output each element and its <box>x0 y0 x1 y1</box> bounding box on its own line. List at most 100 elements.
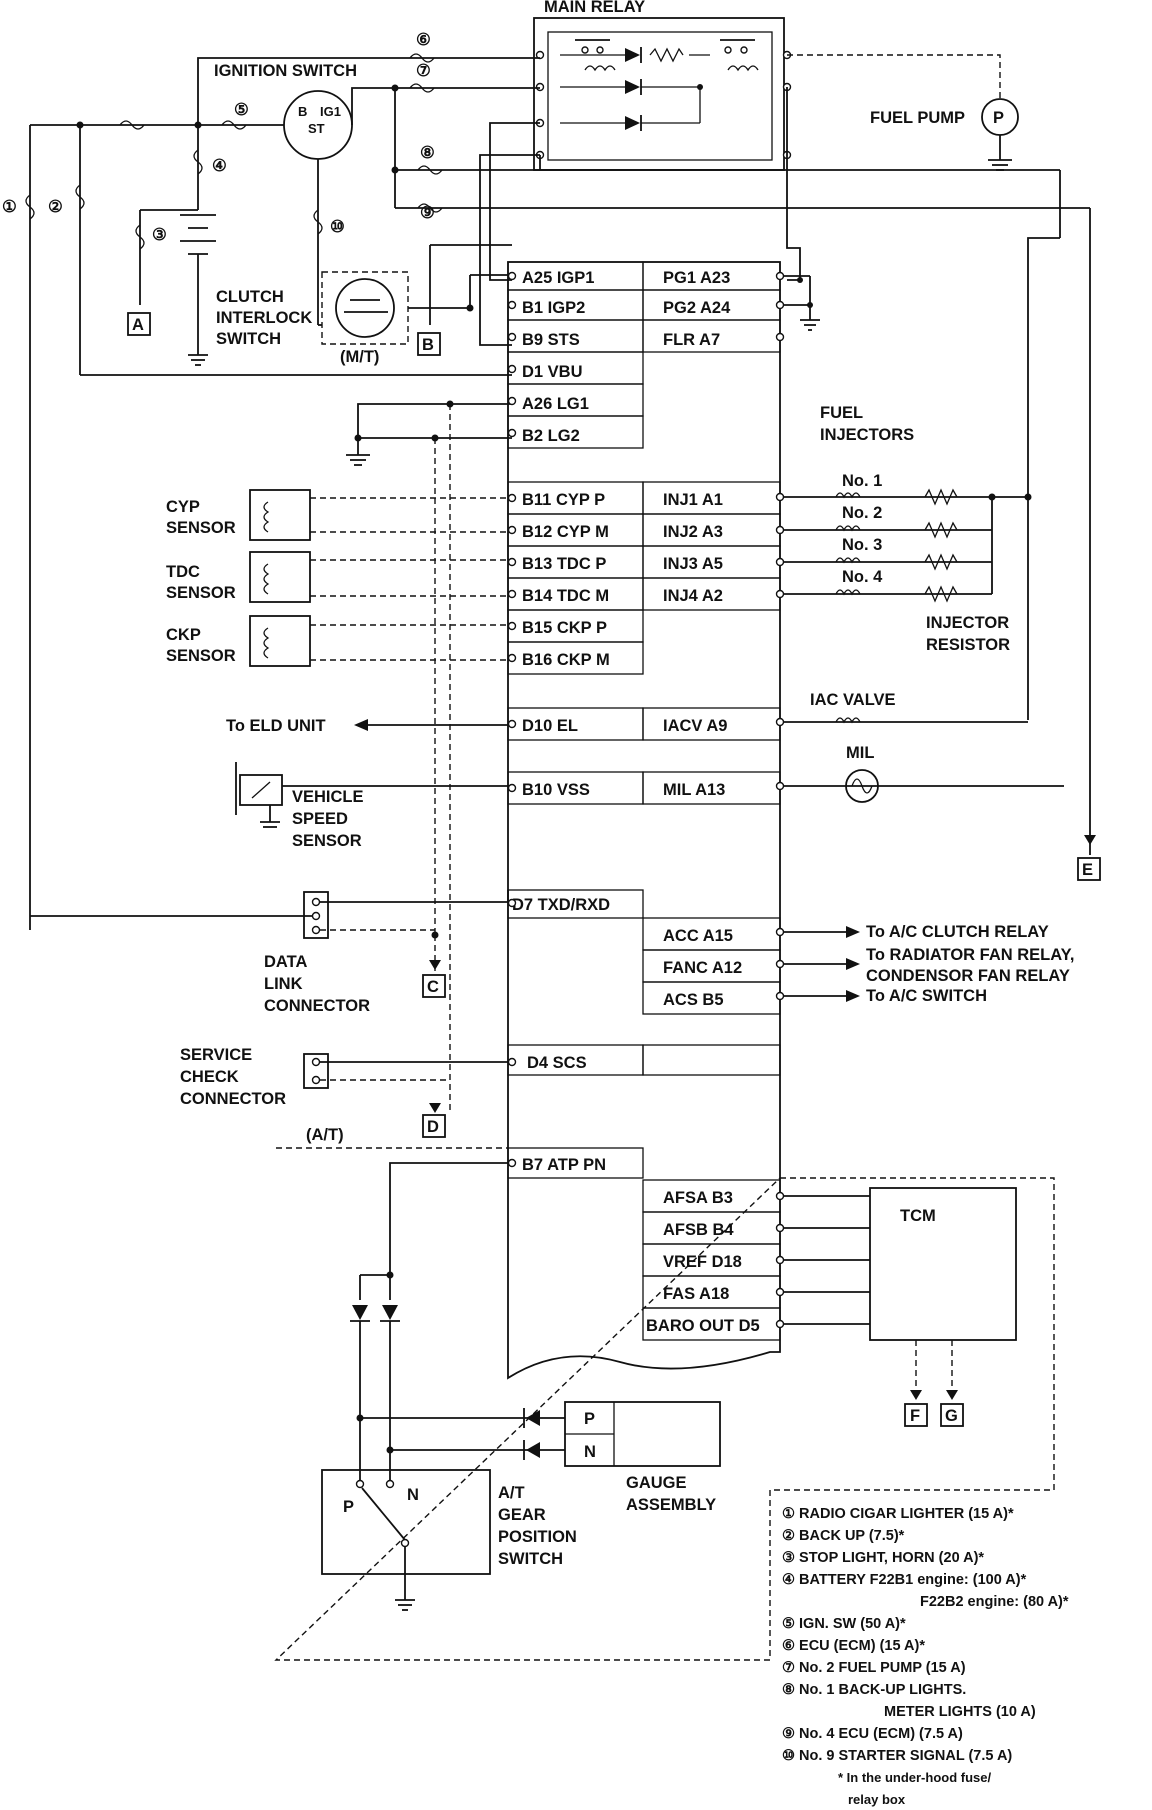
dlc-label-1: DATA <box>264 953 307 971</box>
fuel-pump: FUEL PUMP P <box>787 54 1019 171</box>
pin-b3: AFSA B3 <box>663 1189 733 1207</box>
pin-b15: B15 CKP P <box>522 619 607 637</box>
injector-no2: No. 2 <box>842 504 882 522</box>
ecm-right-terminal <box>775 1191 785 1201</box>
ecm-block: A25 IGP1 B1 IGP2 B9 STS D1 VBU A26 LG1 B… <box>507 261 781 1380</box>
ecm-right-terminal <box>775 991 785 1001</box>
mil-lamp: MIL <box>780 744 1064 803</box>
ref-9: ⑨ <box>420 204 435 222</box>
pin-a3: INJ2 A3 <box>663 523 723 541</box>
fuel-pump-symbol: P <box>993 109 1004 127</box>
pin-a25: A25 IGP1 <box>522 269 594 287</box>
tdc-sensor: TDC SENSOR <box>166 551 512 603</box>
ecm-right-terminal <box>775 557 785 567</box>
switch-n-label: N <box>407 1486 419 1504</box>
ecm-left-terminal <box>507 396 517 406</box>
ecm-left-terminal <box>507 783 517 793</box>
ecm-right-terminal <box>775 1319 785 1329</box>
ign-term-st: ST <box>308 121 325 136</box>
ecm-left-terminal <box>507 364 517 374</box>
eld-unit-line: To ELD UNIT <box>226 717 512 735</box>
iac-label: IAC VALVE <box>810 691 896 709</box>
ckp-label-2: SENSOR <box>166 647 236 665</box>
ecm-left-terminal <box>507 589 517 599</box>
ign-term-b: B <box>298 104 307 119</box>
pin-d1: D1 VBU <box>522 363 583 381</box>
ecm-left-terminal <box>507 719 517 729</box>
at-switch-label-2: GEAR <box>498 1506 546 1524</box>
ref-7: ⑦ <box>416 62 431 80</box>
pin-terminals <box>507 271 785 1329</box>
dlc-label-2: LINK <box>264 975 303 993</box>
injectors-title-1: FUEL <box>820 404 863 422</box>
ecm-left-terminal <box>507 898 517 908</box>
ref-1: ① <box>2 198 17 216</box>
pin-b1: B1 IGP2 <box>522 299 585 317</box>
ecm-left-terminal <box>507 1057 517 1067</box>
legend-3: ③ STOP LIGHT, HORN (20 A)* <box>782 1550 984 1566</box>
at-switch-label-4: SWITCH <box>498 1550 563 1568</box>
ecm-right-terminal <box>775 300 785 310</box>
service-check-connector: SERVICE CHECK CONNECTOR D <box>180 1046 512 1138</box>
switch-p-label: P <box>343 1498 354 1516</box>
scs-label-2: CHECK <box>180 1068 239 1086</box>
legend-note-1: * In the under-hood fuse/ <box>838 1770 991 1785</box>
ecm-right-terminal <box>775 589 785 599</box>
ecm-right-terminal <box>775 1223 785 1233</box>
injectors-title-2: INJECTORS <box>820 426 914 444</box>
pin-a15: ACC A15 <box>663 927 733 945</box>
ecm-grounds <box>80 275 820 1110</box>
ecm-right-terminal <box>775 927 785 937</box>
legend-4: ④ BATTERY F22B1 engine: (100 A)* <box>782 1572 1027 1588</box>
pin-b10: B10 VSS <box>522 781 590 799</box>
pin-b4: AFSB B4 <box>663 1221 734 1239</box>
pin-a18: FAS A18 <box>663 1285 729 1303</box>
injector-resistor-label-2: RESISTOR <box>926 636 1010 654</box>
conn-d: D <box>427 1118 439 1136</box>
to-rad-label-1: To RADIATOR FAN RELAY, <box>866 946 1074 964</box>
ecm-left-terminal <box>507 621 517 631</box>
ecm-left-terminal <box>507 525 517 535</box>
tcm-label: TCM <box>900 1207 936 1225</box>
pin-d4: D4 SCS <box>527 1054 587 1072</box>
pin-d7: D7 TXD/RXD <box>512 896 610 914</box>
iac-valve: IAC VALVE <box>780 691 1028 724</box>
conn-e: E <box>1082 861 1093 879</box>
fuse-legend: ① RADIO CIGAR LIGHTER (15 A)* ② BACK UP … <box>782 1506 1069 1807</box>
pin-a23: PG1 A23 <box>663 269 730 287</box>
cyp-sensor: CYP SENSOR <box>166 489 512 541</box>
injector-no3: No. 3 <box>842 536 882 554</box>
clutch-mt-label: (M/T) <box>340 348 379 366</box>
pin-b5: ACS B5 <box>663 991 724 1009</box>
pin-b14: B14 TDC M <box>522 587 609 605</box>
clutch-label-3: SWITCH <box>216 330 281 348</box>
legend-6: ⑥ ECU (ECM) (15 A)* <box>782 1638 925 1654</box>
at-switch-label-1: A/T <box>498 1484 525 1502</box>
pin-d5: BARO OUT D5 <box>646 1317 760 1335</box>
pin-d18: VREF D18 <box>663 1253 742 1271</box>
ecm-right-terminal <box>775 271 785 281</box>
data-link-connector: DATA LINK CONNECTOR C <box>30 890 509 1015</box>
ckp-sensor: CKP SENSOR <box>166 615 512 667</box>
ref-3: ③ <box>152 226 167 244</box>
ecm-right-terminal <box>775 492 785 502</box>
ecm-left-terminal <box>507 493 517 503</box>
pin-d10: D10 EL <box>522 717 578 735</box>
legend-8: ⑧ No. 1 BACK-UP LIGHTS. <box>782 1682 966 1698</box>
ecm-right-terminal <box>775 1287 785 1297</box>
ecm-left-terminal <box>507 1158 517 1168</box>
ref-8: ⑧ <box>420 144 435 162</box>
at-switch-label-3: POSITION <box>498 1528 577 1546</box>
ecm-right-terminal <box>775 525 785 535</box>
legend-5: ⑤ IGN. SW (50 A)* <box>782 1616 906 1632</box>
legend-4b: F22B2 engine: (80 A)* <box>920 1594 1069 1610</box>
main-relay-label: MAIN RELAY <box>544 0 645 16</box>
to-ac-clutch-label: To A/C CLUTCH RELAY <box>866 923 1049 941</box>
gauge-label-1: GAUGE <box>626 1474 687 1492</box>
ecm-left-terminal <box>507 653 517 663</box>
connector-e: E <box>1077 835 1101 881</box>
gauge-p-label: P <box>584 1410 595 1428</box>
ignition-circuit: IGNITION SWITCH B IG1 ST ① ② ④ ③ <box>2 31 1091 930</box>
ecm-left-terminal <box>507 271 517 281</box>
legend-1: ① RADIO CIGAR LIGHTER (15 A)* <box>782 1506 1014 1522</box>
